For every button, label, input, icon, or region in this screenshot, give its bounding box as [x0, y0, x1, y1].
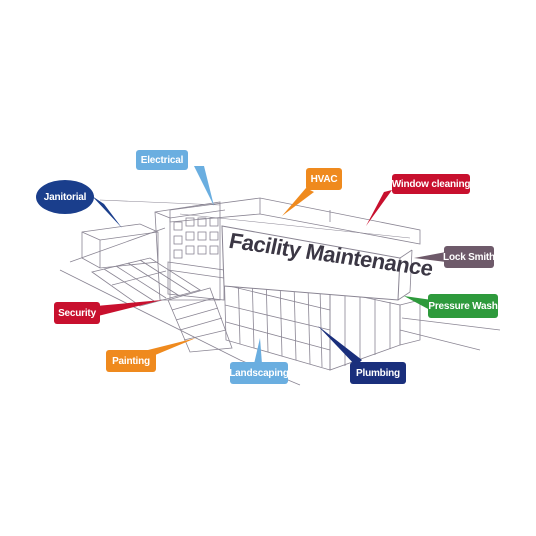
stairs: [167, 287, 233, 353]
plaza: [91, 257, 201, 307]
callout-hvac-label: HVAC: [310, 173, 338, 185]
callout-security-label: Security: [58, 307, 96, 319]
callout-landscaping: Landscaping: [229, 362, 289, 384]
podium: [167, 261, 225, 301]
callout-landscaping-label: Landscaping: [229, 367, 289, 379]
callout-painting-label: Painting: [112, 355, 150, 367]
electrical-tail: [194, 166, 214, 206]
callout-window-cleaning-label: Window cleaning: [391, 178, 471, 190]
left-wing: [81, 223, 159, 269]
ground-line: [59, 269, 241, 361]
callout-security: Security: [54, 302, 100, 324]
callout-hvac: HVAC: [306, 168, 342, 190]
tower-windows: [173, 217, 219, 259]
plumbing-tail: [318, 326, 362, 366]
hvac-tail: [282, 188, 314, 216]
callout-janitorial: Janitorial: [36, 180, 94, 214]
callout-plumbing-label: Plumbing: [356, 367, 400, 379]
callout-electrical: Electrical: [136, 150, 188, 170]
callout-electrical-label: Electrical: [140, 154, 184, 166]
callout-janitorial-label: Janitorial: [43, 191, 87, 203]
callout-window-cleaning: Window cleaning: [392, 174, 470, 194]
security-tail: [96, 300, 162, 316]
callout-plumbing: Plumbing: [350, 362, 406, 384]
callout-painting: Painting: [106, 350, 156, 372]
callout-pressure-wash: Pressure Wash: [428, 294, 498, 318]
callout-lock-smith: Lock Smith: [443, 246, 495, 268]
callout-lock-smith-label: Lock Smith: [443, 251, 495, 263]
ground-line: [69, 227, 166, 263]
callout-pressure-wash-label: Pressure Wash: [428, 300, 498, 312]
landscaping-tail: [254, 338, 262, 364]
lock-smith-tail: [414, 252, 446, 262]
pressure-wash-tail: [404, 296, 432, 310]
ground-line: [399, 329, 481, 351]
ground-line: [99, 199, 221, 206]
janitorial-tail: [92, 196, 122, 228]
left-tower: [154, 201, 221, 301]
window-cleaning-tail: [366, 190, 392, 226]
